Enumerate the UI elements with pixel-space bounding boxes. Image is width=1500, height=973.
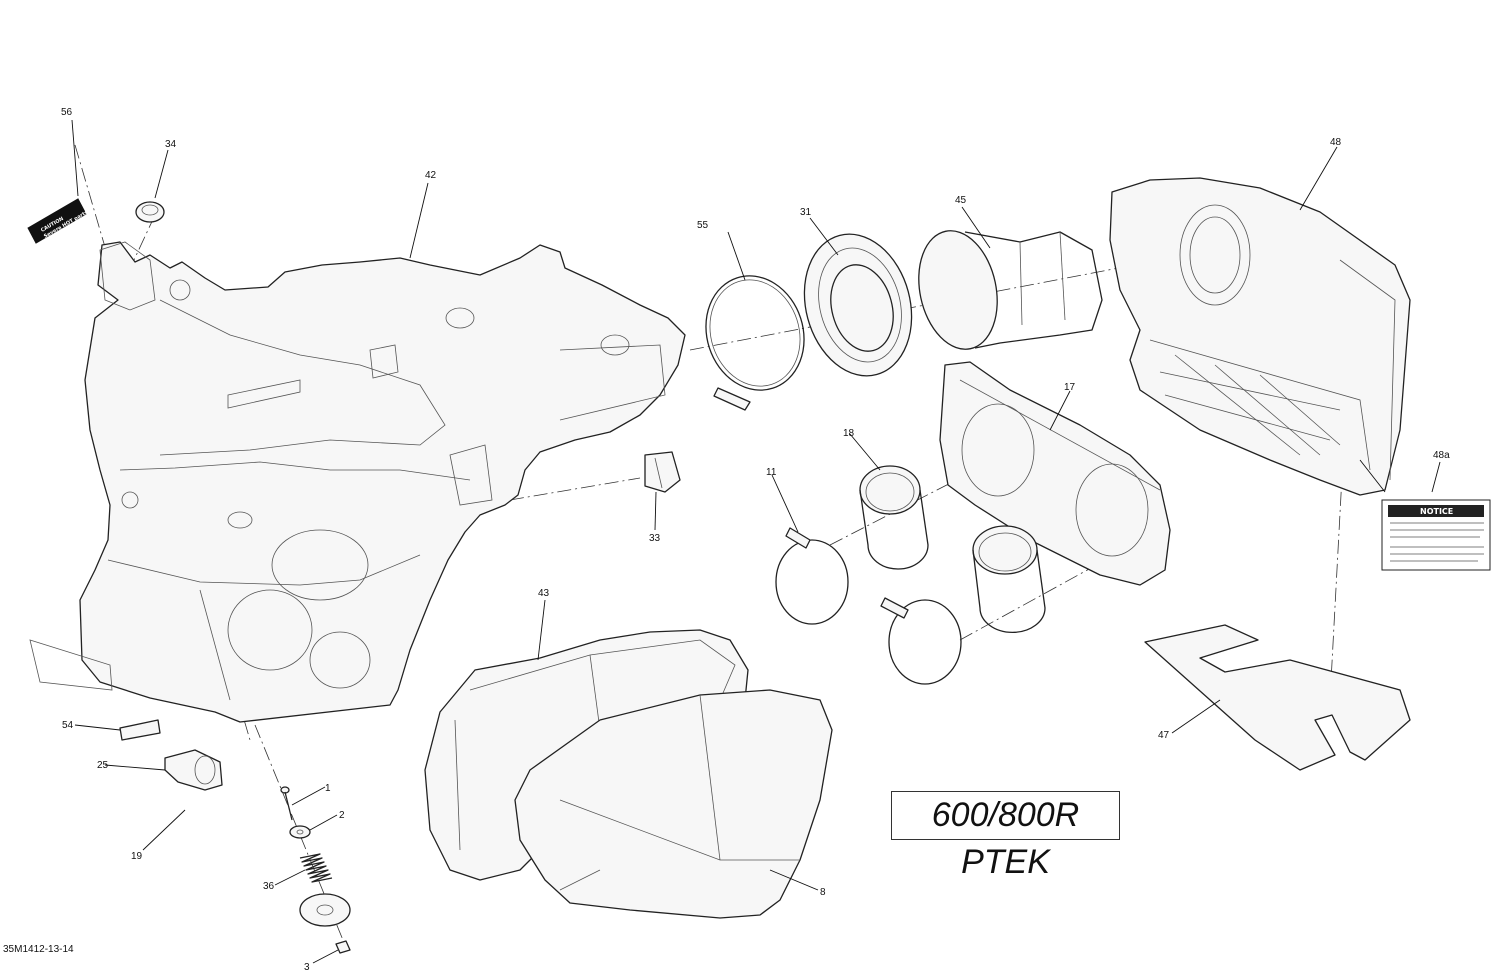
rubber-sleeve-lower: [972, 525, 1046, 634]
callout-34: 34: [165, 139, 177, 150]
sleeve-clamp-upper: [775, 527, 849, 625]
callout-43: 43: [538, 588, 550, 599]
figure-code: 35M1412-13-14: [3, 944, 74, 955]
callout-25: 25: [97, 760, 109, 771]
hose-clip: [164, 749, 223, 791]
callout-36: 36: [263, 881, 275, 892]
model-title-box: 600/800R PTEK: [891, 791, 1120, 881]
retaining-clip: [644, 451, 681, 493]
leader-lines: [71, 119, 1441, 964]
foam-tape: [119, 719, 161, 741]
rubber-sleeve-upper: [859, 465, 929, 570]
callout-11: 11: [766, 467, 777, 478]
washer: [289, 825, 311, 839]
nut: [335, 940, 351, 954]
valve-plate: [299, 893, 351, 927]
bolt: [280, 786, 293, 821]
air-filter: [514, 689, 833, 919]
callout-17: 17: [1064, 382, 1076, 393]
spring: [299, 853, 333, 883]
model-title: 600/800R PTEK: [931, 796, 1080, 881]
large-hose-clamp: [705, 275, 805, 411]
callout-1: 1: [325, 783, 331, 794]
callout-19: 19: [131, 851, 143, 862]
airbox-housing: [29, 241, 686, 723]
callout-2: 2: [339, 810, 345, 821]
callout-31: 31: [800, 207, 812, 218]
callout-56: 56: [61, 107, 73, 118]
callout-55: 55: [697, 220, 709, 231]
intake-duct: [918, 230, 1103, 350]
callout-3: 3: [304, 962, 310, 973]
grommet: [135, 201, 165, 223]
callout-33: 33: [649, 533, 661, 544]
air-silencer-body: [1109, 177, 1411, 496]
intake-adaptor-seal: [803, 233, 913, 377]
callout-48: 48: [1330, 137, 1342, 148]
callout-48a: 48a: [1433, 450, 1450, 461]
intake-base-plate: [939, 361, 1171, 586]
notice-decal: NOTICE: [1381, 499, 1491, 571]
notice-title: NOTICE: [1420, 507, 1453, 516]
sleeve-clamp-lower: [880, 597, 962, 685]
callout-42: 42: [425, 170, 437, 181]
callout-54: 54: [62, 720, 74, 731]
foam-pad: [1144, 624, 1411, 771]
callout-8: 8: [820, 887, 826, 898]
callout-47: 47: [1158, 730, 1170, 741]
callout-45: 45: [955, 195, 967, 206]
callout-numbers: 56 34 42 55 31 45 48 17 18 11 33 48a 43 …: [61, 107, 1450, 973]
caution-decal: CAUTION Severe HOT parts: [27, 198, 89, 244]
callout-18: 18: [843, 428, 855, 439]
